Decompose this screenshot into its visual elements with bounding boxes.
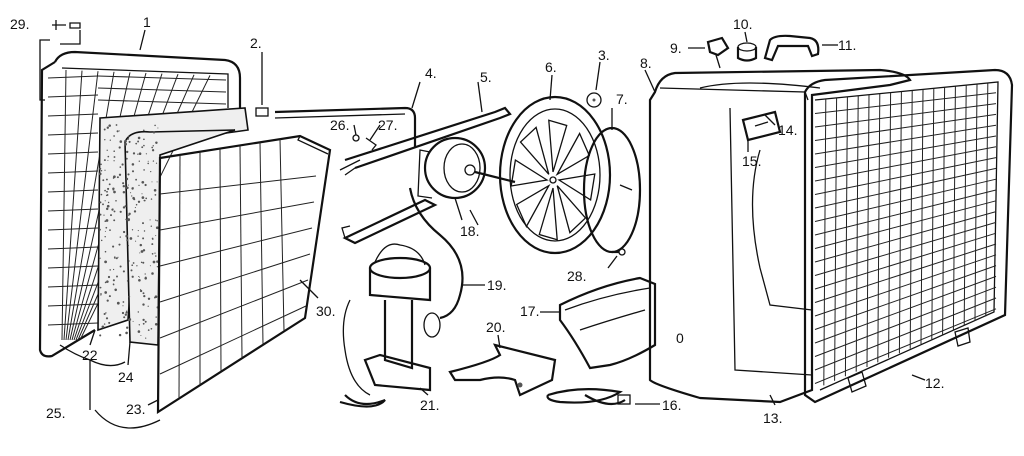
label-13: 13. <box>763 410 782 426</box>
label-1: 1 <box>143 14 151 30</box>
label-11: 11. <box>838 37 856 53</box>
pump-bracket <box>448 334 557 397</box>
front-grille <box>803 68 1014 404</box>
pad-frame-23 <box>156 134 332 415</box>
label-3: 3. <box>598 47 610 63</box>
label-8: 8. <box>640 55 652 71</box>
cabinet-housing <box>648 68 912 404</box>
pad-frame-grid <box>159 138 317 399</box>
switch-knob <box>688 36 730 69</box>
water-tubes <box>274 81 512 176</box>
label-5: 5. <box>480 69 492 85</box>
control-cap <box>736 31 758 62</box>
label-30: 30. <box>316 303 335 319</box>
label-10: 10. <box>733 16 752 32</box>
fan-screw <box>607 248 626 269</box>
pump-hose <box>408 187 464 320</box>
label-23: 23. <box>126 401 145 417</box>
leader-25 <box>59 344 161 429</box>
housing-mark: 0 <box>676 330 684 346</box>
label-28: 28. <box>567 268 586 284</box>
label-19: 19. <box>487 277 506 293</box>
label-15: 15. <box>742 153 761 169</box>
washer <box>586 61 602 108</box>
label-17: 17. <box>520 303 539 319</box>
label-26: 26. <box>330 117 349 133</box>
housing-vent-tab <box>741 110 782 142</box>
label-25: 25. <box>46 405 65 421</box>
label-12: 12. <box>925 375 944 391</box>
label-9: 9. <box>670 40 682 56</box>
leader-lines <box>89 29 926 406</box>
spray-nozzle-clip <box>352 124 381 151</box>
label-4: 4. <box>425 65 437 81</box>
fan-blade <box>498 74 612 255</box>
power-cord <box>546 388 660 406</box>
label-27: 27. <box>378 117 397 133</box>
water-reservoir <box>540 276 657 370</box>
label-16: 16. <box>662 397 681 413</box>
label-2: 2. <box>250 35 262 51</box>
label-22: 22 <box>82 347 98 363</box>
front-grille-mesh <box>814 83 997 386</box>
label-14: 14. <box>778 122 797 138</box>
water-pump <box>339 243 441 408</box>
label-24: 24 <box>118 369 134 385</box>
label-20: 20. <box>486 319 505 335</box>
small-screw <box>39 20 81 101</box>
label-18: 18. <box>460 223 479 239</box>
fan-motor <box>341 136 516 245</box>
carry-handle <box>763 34 838 62</box>
label-21: 21. <box>420 397 439 413</box>
pad-texture <box>98 124 159 339</box>
label-29: 29. <box>10 16 29 32</box>
part-labels: 1 2. 3. 4. 5. 6. 7. 8. 9. 10. 11. 12. 13… <box>10 14 944 426</box>
label-7: 7. <box>616 91 628 107</box>
drain-plug <box>255 52 269 117</box>
label-6: 6. <box>545 59 557 75</box>
